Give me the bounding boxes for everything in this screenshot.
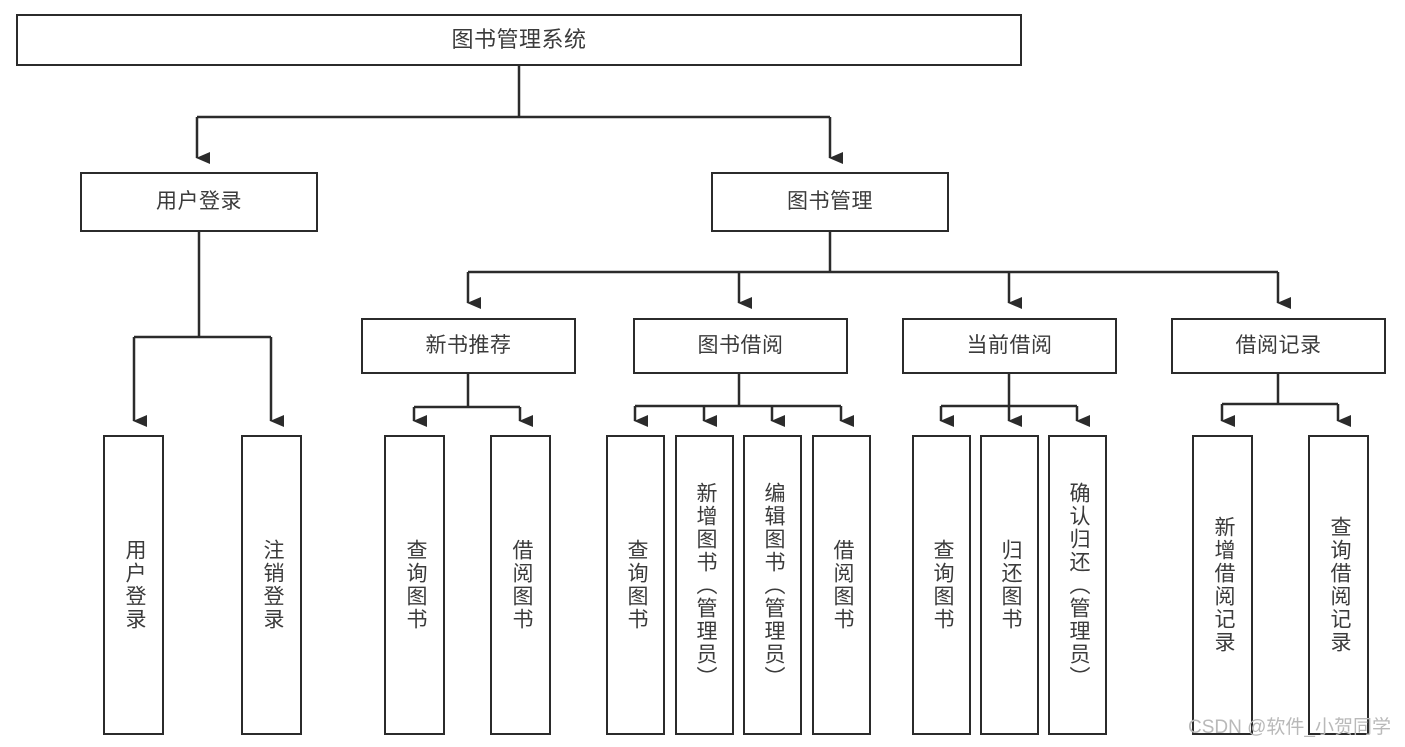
node-user-login-label: 用户登录 [156,190,242,214]
node-borrow-record[interactable]: 借阅记录 [1171,318,1386,374]
node-leaf-query-book-2[interactable]: 查询图书 [606,435,665,735]
csdn-watermark: CSDN @软件_小贺同学 [1188,717,1391,738]
node-leaf-add-record-label: 新增借阅记录 [1211,516,1235,654]
node-leaf-logout-login[interactable]: 注销登录 [241,435,302,735]
node-leaf-edit-book[interactable]: 编辑图书（管理员） [743,435,802,735]
node-root[interactable]: 图书管理系统 [16,14,1022,66]
node-leaf-user-login[interactable]: 用户登录 [103,435,164,735]
node-user-login[interactable]: 用户登录 [80,172,318,232]
node-leaf-add-book[interactable]: 新增图书（管理员） [675,435,734,735]
node-book-borrow-label: 图书借阅 [697,334,784,358]
node-leaf-borrow-book-2-label: 借阅图书 [830,539,854,631]
node-book-management-label: 图书管理 [787,190,873,214]
node-leaf-borrow-book-2[interactable]: 借阅图书 [812,435,871,735]
node-leaf-query-book-3[interactable]: 查询图书 [912,435,971,735]
node-leaf-borrow-book-1[interactable]: 借阅图书 [490,435,551,735]
node-new-book-recommend-label: 新书推荐 [425,334,512,358]
node-leaf-user-login-label: 用户登录 [122,539,146,631]
node-leaf-borrow-book-1-label: 借阅图书 [509,539,533,631]
node-leaf-return-book-label: 归还图书 [998,539,1022,631]
node-book-management[interactable]: 图书管理 [711,172,949,232]
node-leaf-query-book-1[interactable]: 查询图书 [384,435,445,735]
node-borrow-record-label: 借阅记录 [1235,334,1322,358]
node-book-borrow[interactable]: 图书借阅 [633,318,848,374]
node-root-label: 图书管理系统 [451,26,587,52]
node-leaf-add-book-label: 新增图书（管理员） [693,481,717,689]
node-current-borrow[interactable]: 当前借阅 [902,318,1117,374]
node-leaf-query-record[interactable]: 查询借阅记录 [1308,435,1369,735]
node-leaf-confirm-return[interactable]: 确认归还（管理员） [1048,435,1107,735]
node-leaf-confirm-return-label: 确认归还（管理员） [1066,481,1090,689]
node-leaf-query-book-2-label: 查询图书 [624,539,648,631]
node-new-book-recommend[interactable]: 新书推荐 [361,318,576,374]
node-current-borrow-label: 当前借阅 [966,334,1053,358]
node-leaf-return-book[interactable]: 归还图书 [980,435,1039,735]
node-leaf-edit-book-label: 编辑图书（管理员） [761,481,785,689]
node-leaf-add-record[interactable]: 新增借阅记录 [1192,435,1253,735]
node-leaf-query-book-3-label: 查询图书 [930,539,954,631]
node-leaf-logout-login-label: 注销登录 [260,539,284,631]
node-leaf-query-book-1-label: 查询图书 [403,539,427,631]
node-leaf-query-record-label: 查询借阅记录 [1327,516,1351,654]
